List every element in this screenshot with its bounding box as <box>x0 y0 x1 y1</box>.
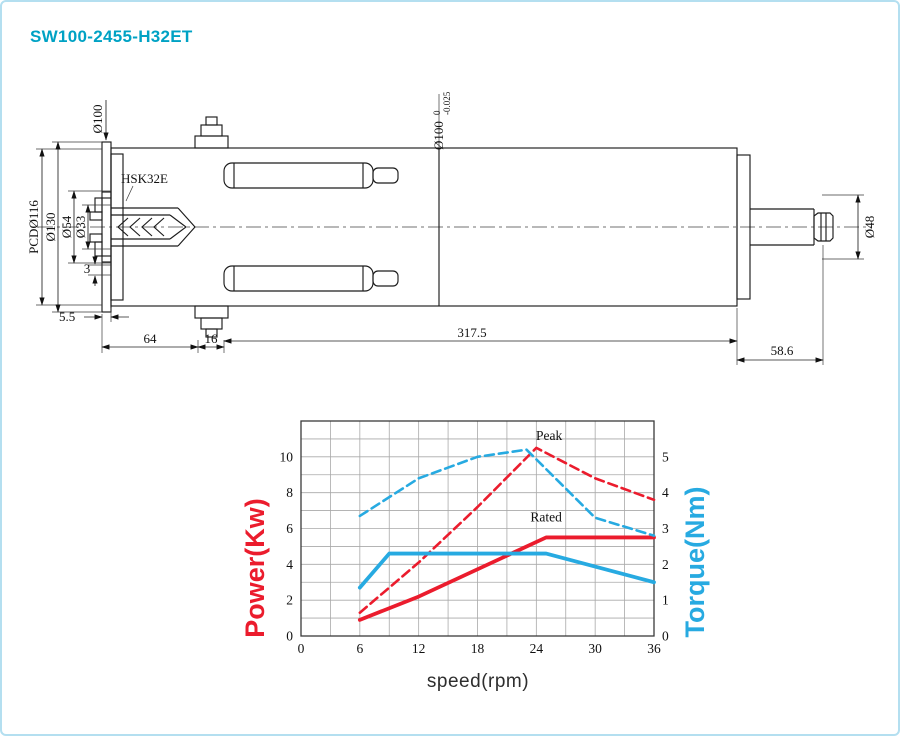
plot-border <box>300 420 655 637</box>
dim-label-317-5: 317.5 <box>457 325 486 340</box>
y-left-tick-label: 2 <box>286 593 293 608</box>
y-right-tick-label: 0 <box>662 629 669 644</box>
x-tick-label: 24 <box>530 641 544 656</box>
y-axis-left-label: Power(Kw) <box>240 498 270 638</box>
dim-label-58-6: 58.6 <box>771 343 794 358</box>
coolant-fitting-top <box>194 116 229 149</box>
dim-label-d33: Ø33 <box>73 216 88 238</box>
dim-label-d100-nominal: Ø100 <box>431 121 446 150</box>
dim-label-5-5: 5.5 <box>59 309 75 324</box>
dim-label-pcd116: PCDØ116 <box>26 200 41 254</box>
dim-label-d100-upper-tol: 0 <box>432 110 442 115</box>
y-right-tick-label: 3 <box>662 521 669 536</box>
dim-d100-tolerance: Ø100 0 -0.025 <box>431 91 452 150</box>
y-left-tick-label: 8 <box>286 485 293 500</box>
dim-d100-flange: Ø100 <box>90 100 109 141</box>
dim-16: 16 <box>197 331 225 353</box>
dim-58-6: 58.6 <box>736 245 824 365</box>
hsk-label: HSK32E <box>121 171 168 186</box>
dim-label-d100-lower-tol: -0.025 <box>442 91 452 115</box>
y-right-tick-label: 4 <box>662 485 669 500</box>
annotation-peak: Peak <box>536 428 562 443</box>
x-tick-label: 12 <box>412 641 426 656</box>
dim-d130: Ø130 <box>43 141 102 313</box>
x-tick-label: 36 <box>647 641 661 656</box>
dim-label-d48: Ø48 <box>862 216 877 238</box>
dim-label-d54: Ø54 <box>59 215 74 238</box>
series-torque-peak <box>358 448 656 537</box>
dim-label-d100: Ø100 <box>90 105 105 134</box>
dim-label-3: 3 <box>84 261 91 276</box>
x-tick-label: 0 <box>298 641 305 656</box>
dim-64: 64 <box>101 314 199 353</box>
x-axis-label: speed(rpm) <box>427 671 529 692</box>
coolant-fitting-bottom <box>194 305 229 338</box>
y-left-tick-label: 6 <box>286 521 293 536</box>
dim-d54: Ø54 <box>59 190 111 264</box>
y-axis-right-label: Torque(Nm) <box>680 487 710 638</box>
y-left-tick-label: 10 <box>280 449 294 464</box>
dim-5-5: 5.5 <box>59 308 129 324</box>
dim-317-5: 317.5 <box>223 308 738 353</box>
model-title: SW100-2455-H32ET <box>30 27 193 46</box>
spindle-body-outline <box>101 141 834 313</box>
x-tick-label: 30 <box>588 641 602 656</box>
dim-d48: Ø48 <box>822 194 877 260</box>
annotation-rated: Rated <box>530 509 562 524</box>
x-tick-label: 18 <box>471 641 485 656</box>
dim-pcd116: PCDØ116 <box>26 148 102 306</box>
flange-bolt-marks <box>102 191 111 263</box>
y-right-tick-label: 2 <box>662 557 669 572</box>
dim-3: 3 <box>84 254 111 286</box>
dim-d33: Ø33 <box>73 204 111 250</box>
motor-windings <box>223 162 399 292</box>
series-power-peak <box>358 446 656 615</box>
series-torque-rated <box>357 551 656 590</box>
label-hsk32e: HSK32E <box>121 171 168 202</box>
spindle-technical-drawing: HSK32E PCDØ116 Ø130 Ø54 <box>26 91 877 365</box>
dim-label-16: 16 <box>205 331 219 346</box>
y-right-tick-label: 1 <box>662 593 669 608</box>
y-left-tick-label: 4 <box>286 557 293 572</box>
y-left-tick-label: 0 <box>286 629 293 644</box>
series-power-rated <box>357 535 656 622</box>
dim-label-d130: Ø130 <box>43 213 58 242</box>
toolholder-hsk32e <box>89 197 196 257</box>
x-tick-label: 6 <box>356 641 363 656</box>
dim-label-64: 64 <box>144 331 158 346</box>
y-right-tick-label: 5 <box>662 449 669 464</box>
